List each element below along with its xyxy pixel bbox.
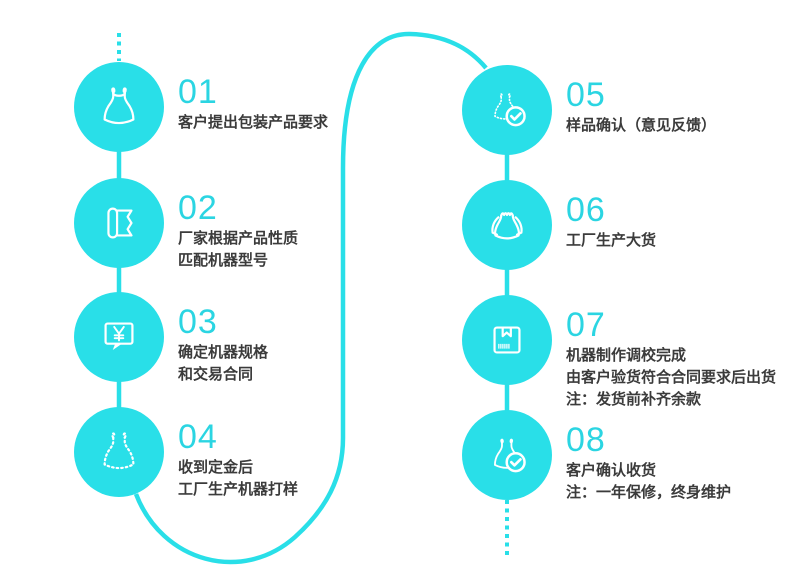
step-text-line: 注：一年保修，终身维护 (566, 484, 732, 501)
step-04-circle (74, 407, 164, 497)
step-text-line: 工厂生产大货 (566, 232, 657, 249)
step-number: 08 (566, 421, 606, 459)
step-text-line: 样品确认（意见反馈） (566, 117, 717, 134)
dress-dotted-icon (103, 432, 135, 470)
step-text-line: 注：发货前补齐余款 (566, 391, 702, 408)
step-02: 02 厂家根据产品性质 匹配机器型号 (74, 178, 412, 272)
step-text-line: 客户确认收货 (566, 462, 657, 479)
step-text-line: 确定机器规格 (178, 344, 269, 361)
step-08-circle (462, 410, 552, 500)
step-07: 07 机器制作调校完成 由客户验货符合合同要求后出货 注：发货前补齐余款 (462, 295, 790, 411)
step-text-line: 厂家根据产品性质 (178, 230, 299, 247)
dress-outline-icon (103, 87, 135, 125)
step-text-line: 机器制作调校完成 (566, 347, 687, 364)
step-text-line: 和交易合同 (178, 366, 254, 383)
step-number: 02 (178, 189, 218, 227)
step-06-circle (462, 180, 552, 270)
step-03-circle (74, 292, 164, 382)
step-06: 06 工厂生产大货 (462, 180, 790, 270)
step-07-circle (462, 295, 552, 385)
delivery-check-icon (494, 438, 526, 473)
step-number: 04 (178, 418, 218, 456)
step-number: 06 (566, 191, 606, 229)
fabric-roll-icon (107, 207, 133, 239)
step-01-circle (74, 62, 164, 152)
step-05: 05 样品确认（意见反馈） (462, 65, 790, 155)
step-text-line: 工厂生产机器打样 (178, 481, 299, 498)
step-04: 04 收到定金后 工厂生产机器打样 (74, 407, 412, 501)
sample-check-icon (494, 93, 526, 127)
step-number: 05 (566, 76, 606, 114)
bulk-dresses-icon (491, 212, 523, 240)
step-01: 01 客户提出包装产品要求 (74, 62, 412, 152)
step-number: 01 (178, 73, 218, 111)
step-03: 03 确定机器规格 和交易合同 (74, 292, 412, 386)
step-number: 03 (178, 303, 218, 341)
price-chat-icon (104, 322, 134, 350)
s-curve-connector (133, 31, 488, 565)
step-text-line: 由客户验货符合合同要求后出货 (566, 369, 777, 386)
step-number: 07 (566, 306, 606, 344)
step-text-line: 收到定金后 (178, 459, 254, 476)
package-box-icon (493, 326, 521, 354)
step-02-circle (74, 178, 164, 268)
step-text-line: 匹配机器型号 (178, 252, 269, 269)
step-text-line: 客户提出包装产品要求 (178, 114, 329, 131)
step-08: 08 客户确认收货 注：一年保修，终身维护 (462, 410, 790, 504)
step-05-circle (462, 65, 552, 155)
